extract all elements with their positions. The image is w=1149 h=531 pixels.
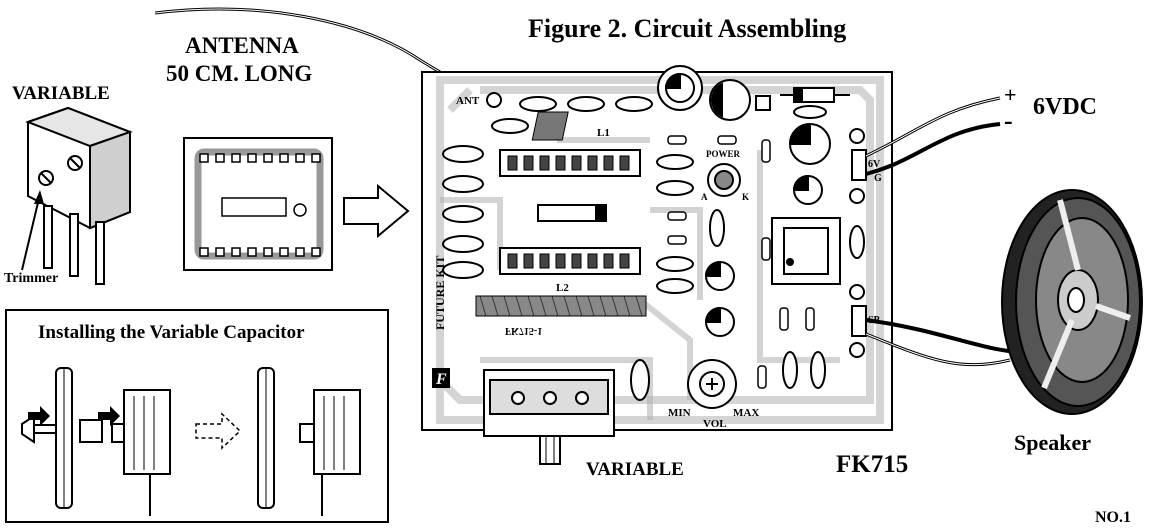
pcb-sp-label: SP [868, 315, 880, 326]
power-voltage-label: 6VDC [1033, 94, 1097, 120]
trimmer-capacitor-icon [25, 106, 133, 285]
power-minus-label: - [1004, 106, 1013, 135]
power-plus-label: + [1004, 82, 1017, 107]
install-step-before-icon [21, 367, 171, 516]
install-title: Installing the Variable Capacitor [38, 322, 305, 343]
svg-text:F: F [435, 371, 447, 388]
pcb-kit-label: FUTURE KIT [433, 255, 447, 330]
small-pcb-thumbnail-icon [183, 137, 333, 271]
main-ic-chip [499, 149, 641, 275]
pcb-min-label: MIN [668, 407, 691, 419]
trimmer-label: Trimmer [4, 271, 59, 286]
arrow-right-icon [343, 183, 410, 239]
dashed-arrow-icon [195, 412, 242, 450]
install-step-after-icon [257, 367, 361, 516]
variable-label-bottom: VARIABLE [586, 459, 684, 480]
figure-title: Figure 2. Circuit Assembling [528, 14, 847, 43]
pcb-l1-label: L1 [597, 127, 610, 139]
antenna-label: ANTENNA [185, 33, 299, 58]
pcb-code-label: FK715-1 [505, 325, 543, 336]
ant-pad [486, 92, 502, 108]
resistors [667, 135, 815, 389]
future-kit-logo: F [432, 368, 450, 388]
model-label: FK715 [836, 451, 909, 478]
amplifier-ic [771, 217, 841, 285]
power-wire-negative [865, 122, 1001, 176]
pcb-anode-label: A [701, 192, 708, 202]
pcb-ground-label: G [874, 173, 882, 184]
pcb-ant-label: ANT [456, 95, 480, 107]
pcb-vol-label: VOL [703, 418, 727, 430]
pcb-pads-left [442, 145, 484, 279]
speaker-wire-1 [865, 318, 1021, 354]
speaker-icon [1001, 189, 1143, 415]
led-icon [707, 163, 741, 197]
speaker-label: Speaker [1014, 430, 1091, 455]
pcb-power-label: POWER [706, 149, 741, 159]
l1-coil [531, 111, 569, 141]
terminal-pads [849, 128, 867, 358]
pcb-pads-top [491, 96, 653, 134]
pcb-cathode-label: K [742, 192, 750, 202]
pcb-max-label: MAX [733, 407, 760, 419]
variable-label-left: VARIABLE [12, 83, 110, 104]
l2-coil [475, 295, 647, 317]
variable-capacitor-icon [483, 369, 615, 465]
pcb-6v-label: 6V [868, 159, 881, 170]
trimmer-pointer-arrow [21, 193, 41, 271]
electrolytic-capacitor-icon [657, 65, 771, 121]
pcb-pads-mid [630, 154, 725, 401]
page-number: NO.1 [1095, 509, 1131, 526]
diode-icon [780, 87, 850, 103]
antenna-length-label: 50 CM. LONG [166, 61, 313, 86]
pcb-l2-label: L2 [556, 282, 569, 294]
volume-knob-icon [687, 359, 737, 409]
